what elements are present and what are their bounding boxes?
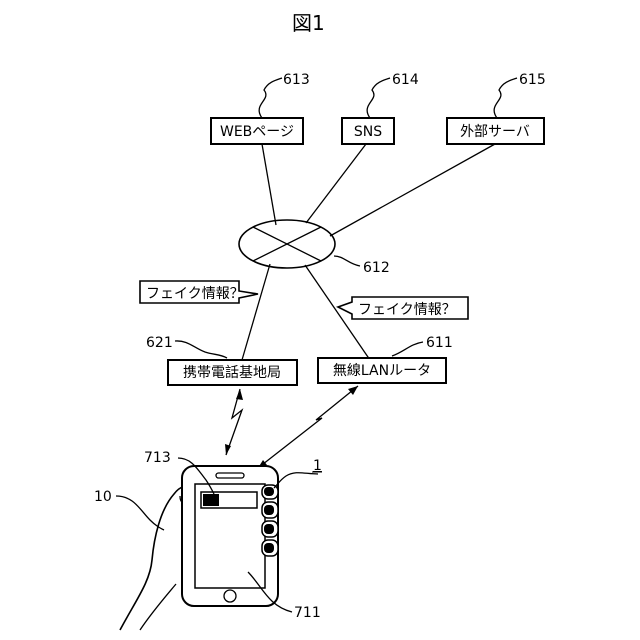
hand-outline: [120, 487, 189, 630]
user-leader: [116, 496, 164, 530]
wlan-leader: [392, 342, 423, 356]
sns-leader: [367, 78, 390, 118]
sns-ref: 614: [392, 72, 419, 88]
link-network-web: [262, 144, 276, 225]
sns-label: SNS: [354, 124, 382, 140]
wlan-router-label: 無線LANルータ: [333, 363, 431, 379]
network-leader: [334, 256, 360, 266]
wrist-line: [140, 584, 176, 630]
external-server-label: 外部サーバ: [460, 124, 530, 140]
server-leader: [494, 78, 517, 118]
link-network-sns: [306, 144, 366, 223]
cell-station-label: 携帯電話基地局: [183, 364, 281, 381]
server-ref: 615: [519, 72, 546, 88]
web-leader: [259, 78, 282, 118]
bar-ref: 713: [144, 450, 171, 466]
network-ref: 612: [363, 260, 390, 276]
left-bubble-text: フェイク情報？: [146, 286, 244, 302]
cell-ref: 621: [146, 335, 173, 351]
web-ref: 613: [283, 72, 310, 88]
link-network-cell: [242, 264, 270, 360]
wlan-wireless-signal: [258, 386, 358, 468]
device-leader: [274, 473, 318, 488]
cell-leader: [175, 341, 227, 358]
web-page-label: WEBページ: [220, 124, 294, 140]
cell-wireless-signal: [225, 389, 243, 455]
user-ref: 10: [94, 489, 112, 505]
wlan-ref: 611: [426, 335, 453, 351]
network-cloud: [239, 220, 335, 268]
figure-title: 図1: [292, 11, 325, 35]
right-bubble-text: フェイク情報？: [358, 302, 456, 318]
phone-speaker: [216, 473, 244, 478]
status-bar-fill: [203, 494, 219, 506]
screen-ref: 711: [294, 605, 321, 621]
home-button-icon: [224, 590, 236, 602]
